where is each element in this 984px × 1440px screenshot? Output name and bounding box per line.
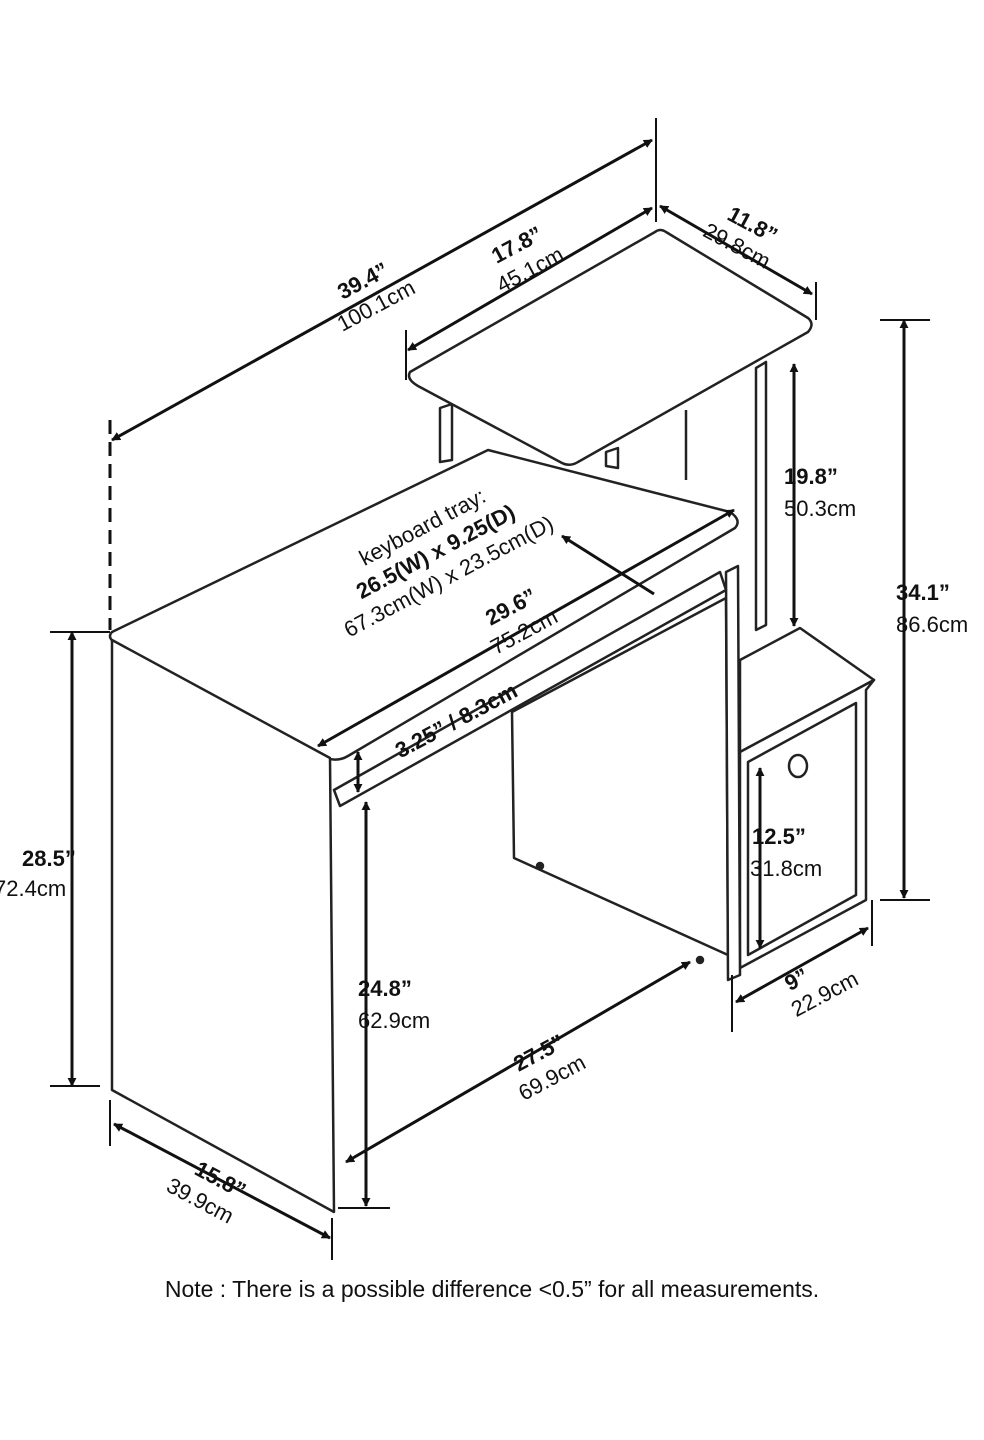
overall-height-cm: 86.6cm bbox=[896, 612, 968, 637]
desk-height-cm: 72.4cm bbox=[0, 876, 66, 901]
right-desk-leg bbox=[724, 564, 742, 982]
dimension-lines bbox=[67, 138, 909, 1240]
cubby-height-inch: 12.5” bbox=[752, 824, 806, 849]
modesty-panel bbox=[510, 596, 730, 957]
cable-hole bbox=[787, 753, 809, 779]
desk-depth-line bbox=[113, 1122, 331, 1240]
leg-width-label: 27.5” 69.9cm bbox=[509, 1029, 590, 1105]
overall-width-label: 39.4” 100.1cm bbox=[333, 257, 419, 336]
shelf-front-support bbox=[604, 446, 620, 470]
measurement-note: Note : There is a possible difference <0… bbox=[164, 1276, 820, 1302]
cubby-inner bbox=[746, 701, 858, 957]
desk-width-line bbox=[317, 508, 735, 748]
left-side-panel bbox=[110, 638, 336, 1214]
extension-lines bbox=[50, 118, 930, 1260]
leg-clearance-cm: 62.9cm bbox=[358, 1008, 430, 1033]
shelf-depth-line bbox=[659, 204, 813, 296]
shelf-left-support bbox=[438, 402, 454, 464]
shelf-clearance-cm: 50.3cm bbox=[784, 496, 856, 521]
shelf-clearance-inch: 19.8” bbox=[784, 464, 838, 489]
cubby-height-cm: 31.8cm bbox=[750, 856, 822, 881]
shelf-width-line bbox=[407, 206, 653, 352]
leg-width-line bbox=[345, 960, 691, 1164]
leg-clearance-inch: 24.8” bbox=[358, 976, 412, 1001]
overall-height-inch: 34.1” bbox=[896, 580, 950, 605]
shelf-upright-panel bbox=[684, 360, 768, 632]
cubby-width-line bbox=[735, 926, 869, 1004]
desk-height-inch: 28.5” bbox=[22, 846, 76, 871]
overall-width-line bbox=[111, 138, 653, 442]
